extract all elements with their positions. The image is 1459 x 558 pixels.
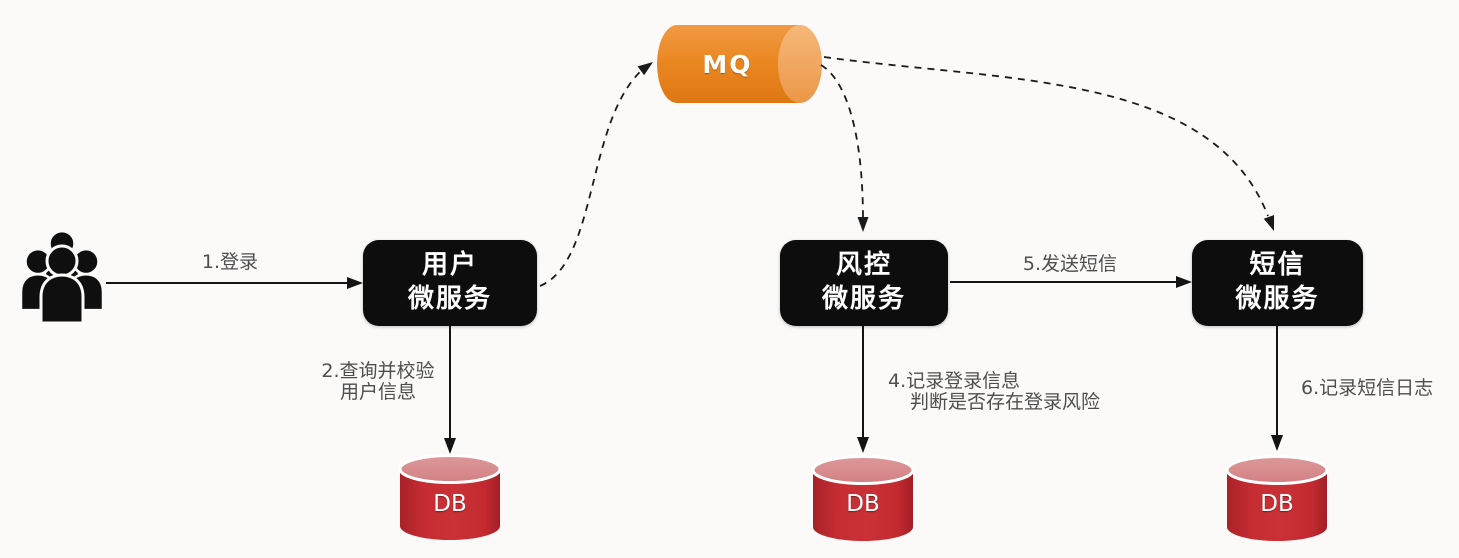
- node-user-service: 用户 微服务: [363, 240, 537, 326]
- edge-label-send-sms: 5.发送短信: [1022, 253, 1118, 275]
- user-group-front-person: [39, 244, 85, 325]
- mq-cylinder: [657, 25, 822, 103]
- user-group-icon: [19, 229, 105, 325]
- node-sms-service-line2: 微服务: [1235, 284, 1320, 314]
- node-risk-service: 风控 微服务: [780, 240, 948, 326]
- db-sms-label: DB: [1260, 491, 1294, 517]
- node-user-service-line1: 用户: [421, 250, 478, 281]
- arrow-sms-service-to-db: [1271, 326, 1283, 451]
- edge-label-record-sms: 6.记录短信日志: [1301, 377, 1434, 399]
- arrow-risk-service-to-db: [857, 326, 869, 453]
- curve-user-service-to-mq: [539, 62, 653, 287]
- node-risk-service-line2: 微服务: [821, 284, 906, 314]
- node-sms-service: 短信 微服务: [1192, 240, 1363, 326]
- edge-label-record-login-line1: 4.记录登录信息: [888, 370, 1021, 392]
- edge-label-record-login: 4.记录登录信息 判断是否存在登录风险: [888, 371, 1100, 413]
- edge-label-query-user: 2.查询并校验 用户信息: [298, 361, 458, 403]
- curve-mq-to-sms-service: [823, 56, 1275, 231]
- node-user-service-line2: 微服务: [407, 284, 492, 314]
- edge-label-record-login-line2: 判断是否存在登录风险: [910, 391, 1101, 413]
- mq-node-label: MQ: [702, 49, 753, 79]
- db-user-label: DB: [433, 491, 467, 517]
- curve-mq-to-risk-service: [820, 64, 869, 232]
- node-sms-service-line1: 短信: [1249, 250, 1306, 281]
- db-cylinder-sms: [1225, 455, 1329, 541]
- arrow-login: [106, 277, 363, 289]
- node-risk-service-line1: 风控: [835, 250, 892, 281]
- arrow-user-service-to-db: [444, 326, 456, 454]
- edge-label-query-user-line1: 2.查询并校验: [321, 360, 435, 382]
- edge-label-query-user-line2: 用户信息: [339, 381, 416, 403]
- edge-label-login: 1.登录: [201, 251, 259, 273]
- db-cylinder-risk: [811, 455, 915, 541]
- db-risk-label: DB: [846, 491, 880, 517]
- db-cylinder-user: [398, 454, 502, 540]
- arrow-send-sms: [950, 276, 1192, 288]
